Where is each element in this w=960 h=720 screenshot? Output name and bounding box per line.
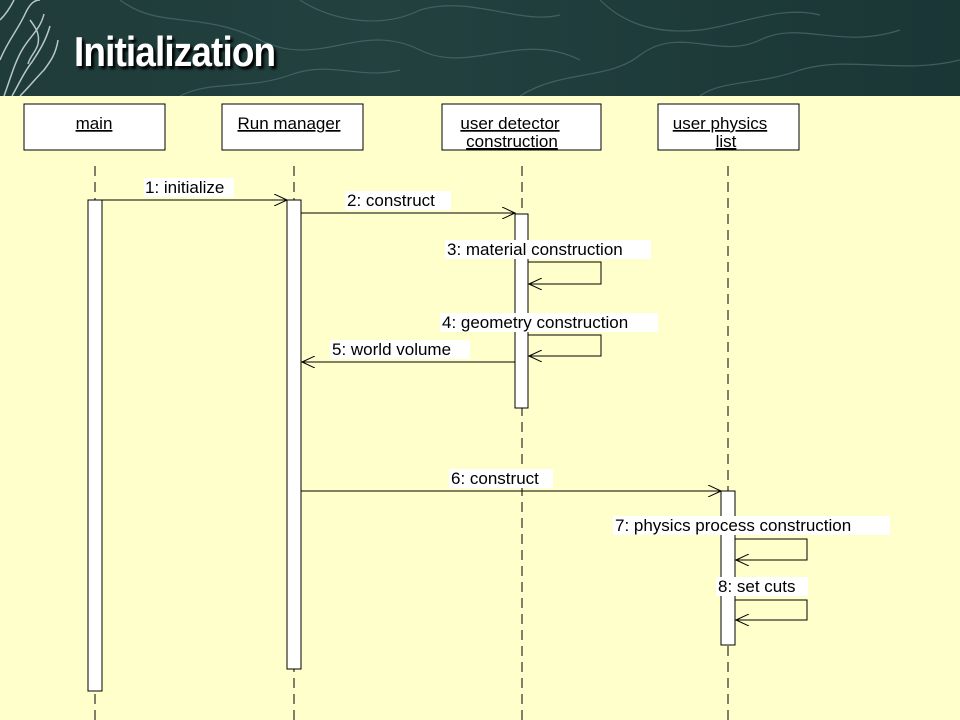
participant-label: main [76,114,113,133]
self-call-arrow [735,538,808,560]
activation-run-manager [286,199,302,670]
message-label: 3: material construction [447,240,623,259]
message-set-cuts: 8: set cuts [716,577,808,620]
activation-user-detector-construction [514,213,529,409]
activation-user-physics-list [720,490,736,646]
participant-label-line1: user physics [673,114,767,133]
participant-label-line2: construction [466,132,558,151]
message-construct-physics: 6: construct [301,469,721,491]
topographic-decoration [0,0,960,96]
title-bar: Initialization [0,0,960,96]
participant-main: main [23,103,166,151]
message-label: 2: construct [347,191,435,210]
sequence-diagram: main Run manager user detector construct… [23,103,890,720]
message-initialize: 1: initialize [102,178,287,200]
slide-title: Initialization [74,28,276,75]
message-label: 5: world volume [332,340,451,359]
message-material-construction: 3: material construction [445,240,651,284]
message-world-volume: 5: world volume [302,340,515,362]
message-physics-process-construction: 7: physics process construction [613,516,890,560]
participant-user-detector-construction: user detector construction [441,103,602,151]
participant-label-line2: list [716,132,737,151]
message-label: 1: initialize [145,178,224,197]
message-construct-detector: 2: construct [301,191,515,213]
message-label: 8: set cuts [718,577,795,596]
participant-label: Run manager [237,114,340,133]
participant-label-line1: user detector [460,114,560,133]
message-label: 7: physics process construction [615,516,851,535]
participant-run-manager: Run manager [221,103,364,151]
message-geometry-construction: 4: geometry construction [440,313,658,356]
message-label: 4: geometry construction [442,313,628,332]
self-call-arrow [528,261,602,284]
activation-main [87,199,103,692]
participant-user-physics-list: user physics list [657,103,800,151]
message-label: 6: construct [451,469,539,488]
self-call-arrow [735,599,808,620]
self-call-arrow [528,334,602,356]
